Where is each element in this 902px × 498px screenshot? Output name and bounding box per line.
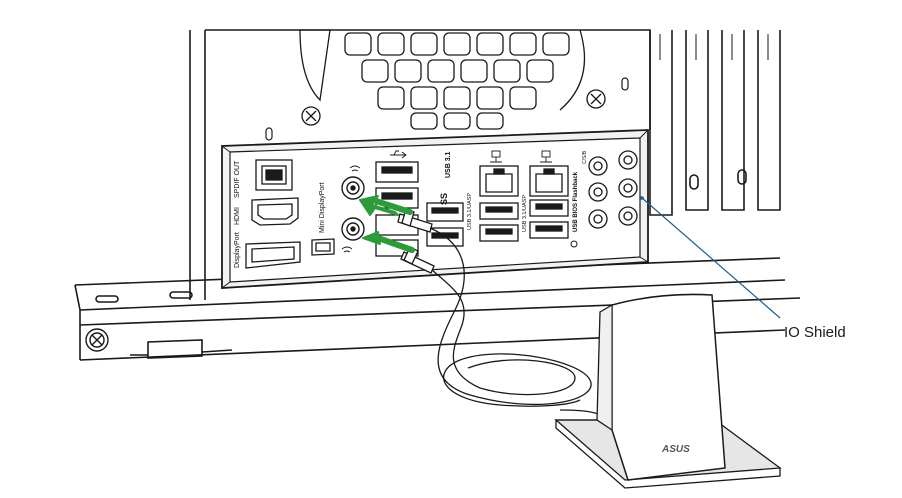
usb31-uasp-label-a: USB 3.1/UASP (467, 193, 473, 230)
lan-icon (540, 150, 552, 163)
usb31-ports[interactable] (375, 161, 419, 257)
usb-ss-logo: SS (439, 193, 449, 205)
usb31-uasp-ports-b[interactable] (479, 199, 569, 242)
wifi-icon (341, 165, 361, 253)
lan-port-2[interactable] (529, 165, 569, 197)
antenna-base (554, 293, 782, 489)
asus-logo: ASUS (661, 444, 690, 455)
displayport-label: DisplayPort (234, 232, 241, 268)
insert-arrow-bottom (362, 231, 415, 253)
clr-cmos-button[interactable] (570, 240, 578, 248)
mini-displayport-port[interactable] (311, 238, 335, 256)
usb31-uasp-ports-a[interactable] (426, 202, 464, 247)
screw-icon (85, 328, 109, 352)
hdmi-port[interactable] (251, 197, 299, 226)
clr-cmos-label: C/S/B (582, 150, 588, 164)
antenna-connector-bottom[interactable] (341, 217, 365, 241)
lan-port-1[interactable] (479, 165, 519, 197)
screw-icon (301, 89, 606, 126)
hdmi-label: HDMI (234, 207, 241, 225)
mini-displayport-label: Mini DisplayPort (319, 182, 326, 233)
audio-jacks[interactable] (588, 150, 638, 229)
usb-bios-flashback-label: USB BIOS Flashback (573, 171, 579, 232)
fan-grille (299, 29, 586, 130)
insert-arrow-top (359, 195, 413, 216)
io-shield-callout-line (640, 196, 781, 319)
spdif-label: SPDIF OUT (234, 160, 241, 198)
usb31-uasp-label-b: USB 3.1/UASP (522, 195, 528, 232)
displayport-port[interactable] (245, 241, 301, 269)
spdif-port[interactable] (255, 159, 293, 191)
usb-icon (390, 150, 407, 159)
usb31-label: USB 3.1 (445, 151, 452, 178)
io-shield-label: IO Shield (784, 324, 846, 341)
lan-icon (490, 150, 502, 163)
antenna-connector-top[interactable] (341, 176, 365, 200)
